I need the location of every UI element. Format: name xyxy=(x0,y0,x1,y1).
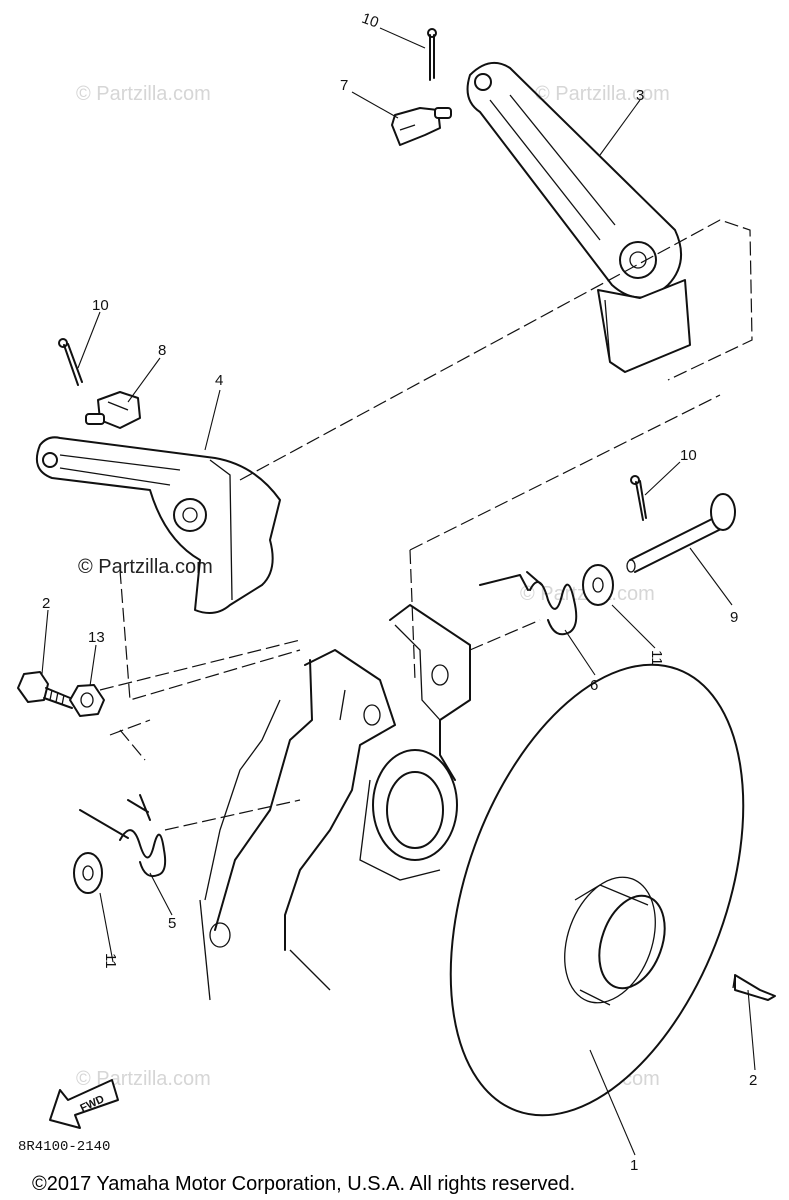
diagram-code: 8R4100-2140 xyxy=(18,1139,110,1155)
label-part-3: 3 xyxy=(636,87,644,104)
label-part-13: 13 xyxy=(88,629,105,646)
label-part-2-bolt: 2 xyxy=(42,595,50,612)
assembly-lines xyxy=(99,219,753,831)
part-5-spring[interactable] xyxy=(79,794,167,878)
label-part-10-right: 10 xyxy=(680,447,697,464)
bracket-housing xyxy=(199,604,471,1001)
part-7-pin[interactable] xyxy=(391,107,452,146)
copyright-notice: ©2017 Yamaha Motor Corporation, U.S.A. A… xyxy=(32,1173,575,1195)
label-part-7: 7 xyxy=(340,77,348,94)
part-11-washer-left[interactable] xyxy=(73,852,103,894)
part-10-cotter-pin-left[interactable] xyxy=(58,338,83,386)
part-3-link-arm[interactable] xyxy=(466,61,691,373)
watermark-top-right: © Partzilla.com xyxy=(535,83,670,105)
part-labels: 10 7 3 10 8 4 10 9 2 13 6 11 5 11 2 1 xyxy=(42,10,757,1174)
label-part-5: 5 xyxy=(168,915,176,932)
label-part-10-top: 10 xyxy=(359,10,380,32)
leader-lines xyxy=(41,27,756,1156)
watermark-top-left: © Partzilla.com xyxy=(76,83,211,105)
watermark-mid-left: © Partzilla.com xyxy=(78,556,213,578)
part-2-bolt[interactable] xyxy=(17,671,76,709)
label-part-6: 6 xyxy=(590,677,598,694)
part-2-key[interactable] xyxy=(732,974,776,1001)
label-part-11-right: 11 xyxy=(648,650,665,666)
part-10-cotter-pin-right[interactable] xyxy=(630,475,647,521)
label-part-2-key: 2 xyxy=(749,1072,757,1089)
part-9-pin[interactable] xyxy=(626,493,736,573)
part-13-nut[interactable] xyxy=(69,684,105,717)
part-10-cotter-pin-top[interactable] xyxy=(427,28,437,81)
label-part-1: 1 xyxy=(630,1157,638,1174)
label-part-11-left: 11 xyxy=(102,953,119,969)
part-1-sheave[interactable] xyxy=(394,625,789,1156)
label-part-4: 4 xyxy=(215,372,223,389)
part-4-link-arm[interactable] xyxy=(36,436,281,615)
part-11-washer-right[interactable] xyxy=(582,564,614,606)
label-part-10-left: 10 xyxy=(92,297,109,314)
label-part-9: 9 xyxy=(730,609,738,626)
part-8-pin[interactable] xyxy=(85,391,141,429)
label-part-8: 8 xyxy=(158,342,166,359)
